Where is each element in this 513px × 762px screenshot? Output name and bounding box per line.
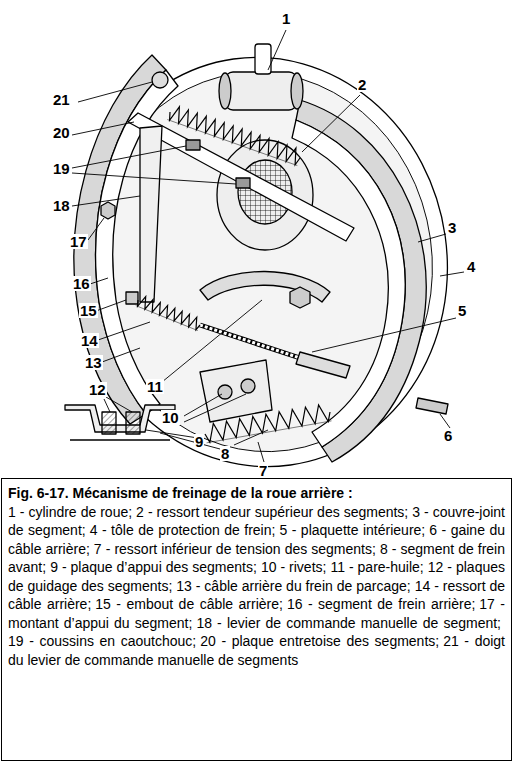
base-section [70,439,170,441]
callout-number: 1 [281,11,291,26]
callout-number: 14 [80,333,99,348]
rubber-pad [186,140,200,150]
part-legend-item: 9 - plaque d’appui des segments; [50,559,257,575]
callout-number: 4 [466,259,476,274]
leader-lines [72,30,464,462]
callout-number: 20 [52,125,71,140]
part-legend-item: 1 - cylindre de roue; [8,504,132,520]
springs [136,107,332,443]
callout-number: 12 [88,382,107,397]
coil-spring [170,107,300,165]
figure-caption: Fig. 6-17. Mécanisme de freinage de la r… [8,484,505,503]
callout-number: 2 [357,77,367,92]
cylinder-cap [291,73,303,109]
callout-number: 21 [52,92,71,107]
spring-outline [167,120,297,166]
part-legend-item: 7 - ressort inférieur de tension des seg… [94,541,376,557]
wheel-cylinder [225,72,297,110]
cable-end [126,292,138,304]
callout-number: 6 [443,428,453,443]
rivet [218,385,232,399]
part-legend-item: 10 - rivets; [261,559,327,575]
callout-number: 18 [52,198,71,213]
spring-outline [136,306,198,331]
plate-rim [67,50,457,474]
rivet [241,379,255,393]
parking-cable-strands [200,325,300,358]
part-legend-item: 18 - levier de commande manuelle de segm… [196,615,501,631]
parking-cable [200,325,300,358]
callout-number: 16 [72,276,91,291]
guide-plate-section [65,405,175,432]
callout-number: 5 [457,303,467,318]
callout-number: 7 [258,463,268,478]
callout-number: 3 [447,220,457,235]
callout-number: 17 [69,234,88,249]
coil-spring [205,405,330,442]
callout-number: 10 [161,410,180,425]
cable-sheath [416,398,448,414]
part-legend-item: 20 - plaque entretoise des segments; [200,633,439,649]
callout-number: 15 [79,303,98,318]
part-legend-item: 19 - coussins en caoutchouc; [8,633,196,649]
spring-outline [207,421,332,443]
callout-number: 8 [220,446,230,461]
rubber-pad [236,178,250,188]
part-legend-item: 4 - tôle de protection de frein; [90,522,276,538]
part-legend-item: 13 - câble arrière du frein de parcage; [176,578,410,594]
part-legend-item: 5 - plaquette intérieure; [279,522,425,538]
shoe-section [126,412,140,434]
shoe-web [292,120,405,447]
inner-plate [296,352,350,378]
bolt [290,287,310,308]
callout-number: 9 [194,434,204,449]
support-plate [200,360,272,422]
part-legend-item: 15 - embout de câble arrière; [95,596,283,612]
parts-list: 1 - cylindre de roue;2 - ressort tendeur… [8,503,505,670]
lever-pin [152,72,168,88]
shoe-section [102,412,116,434]
cylinder-cap [219,73,231,109]
callout-number: 13 [84,355,103,370]
callout-number: 19 [52,161,71,176]
coil-spring [138,297,200,330]
part-legend-item: 2 - ressort tendeur supérieur des segmen… [136,504,408,520]
part-legend-item: 11 - pare-huile; [330,559,423,575]
callout-number: 11 [146,379,164,394]
caption-box: Fig. 6-17. Mécanisme de freinage de la r… [1,478,512,761]
part-legend-item: 16 - segment de frein arrière; [287,596,475,612]
shoe-post [101,202,115,219]
backing-plate [50,33,473,478]
